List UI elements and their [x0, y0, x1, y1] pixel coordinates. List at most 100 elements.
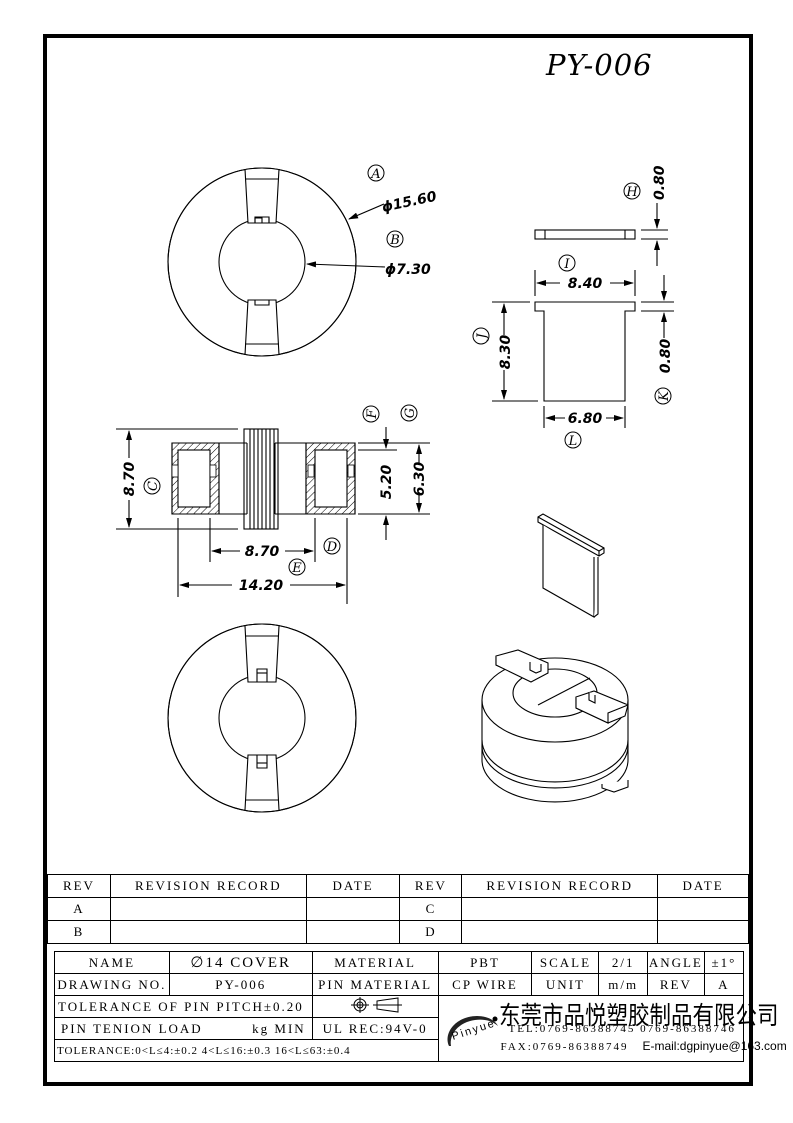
header-date-2: DATE	[657, 874, 749, 898]
company-name: 东莞市品悦塑胶制品有限公司	[498, 1001, 779, 1030]
revision-table: REV REVISION RECORD DATE REV REVISION RE…	[47, 874, 749, 944]
callout-I: I	[558, 254, 576, 272]
angle-label: ANGLE	[646, 951, 705, 974]
callout-F: F	[362, 405, 380, 423]
title-row-3: TOLERANCE OF PIN PITCH±0.20 Pinyue 东莞	[54, 995, 787, 1062]
drawing-frame	[43, 34, 753, 1086]
dim-L: 6.80	[568, 411, 603, 427]
dim-F: 5.20	[379, 464, 395, 499]
pin-pitch-tolerance: TOLERANCE OF PIN PITCH±0.20	[54, 995, 313, 1018]
revision-record-cell	[461, 897, 659, 921]
drawing-number-title: PY-006	[546, 48, 653, 82]
bottom-slot	[244, 299, 280, 356]
unit-label: UNIT	[531, 973, 600, 996]
dim-J: 8.30	[498, 334, 514, 369]
callout-J: J	[472, 327, 490, 345]
pin-material-label: PIN MATERIAL	[311, 973, 439, 996]
company-fax-email: FAX:0769-86388749 E-mail:dgpinyue@163.com	[501, 1039, 787, 1053]
callout-G: G	[400, 404, 418, 422]
material-value: PBT	[437, 951, 533, 974]
revision-header-row: REV REVISION RECORD DATE REV REVISION RE…	[47, 874, 749, 898]
name-label: NAME	[54, 951, 170, 974]
revision-record-cell	[461, 920, 659, 944]
svg-text:F: F	[365, 409, 380, 420]
leader-A	[348, 203, 385, 220]
pin-tension-label: PIN TENION LOAD	[61, 1020, 203, 1036]
dim-A: ϕ15.60	[381, 189, 439, 216]
leader-B	[306, 261, 386, 268]
isometric-pin	[537, 513, 605, 618]
dim-I: 8.40	[568, 276, 603, 292]
dim-C: 8.70	[122, 461, 138, 496]
drawing-no-value: PY-006	[168, 973, 313, 996]
company-tel: TEL:0769-86388745 0769-86388746	[508, 1023, 736, 1035]
dim-total: 14.20	[239, 578, 284, 594]
pin-views	[492, 203, 674, 428]
date-cell	[657, 920, 749, 944]
title-row-1: NAME ∅14 COVER MATERIAL PBT SCALE 2/1 AN…	[54, 951, 745, 974]
top-slot	[244, 168, 280, 224]
pin-top-plate	[534, 229, 636, 240]
company-block: Pinyue 东莞市品悦塑胶制品有限公司 TEL:0769-86388745 0…	[437, 995, 787, 1062]
unit-value: m/m	[598, 973, 648, 996]
callout-B: B	[386, 230, 404, 248]
isometric-assembly	[481, 649, 629, 803]
svg-text:Pinyue: Pinyue	[450, 1017, 497, 1043]
svg-text:L: L	[568, 434, 578, 449]
callout-D: D	[323, 537, 341, 555]
revision-record-cell	[109, 920, 307, 944]
tolerance-note: TOLERANCE:0<L≤4:±0.2 4<L≤16:±0.3 16<L≤63…	[54, 1039, 439, 1062]
callout-E: E	[288, 558, 306, 576]
inner-circle	[218, 218, 306, 306]
rev-cell: C	[399, 897, 463, 921]
svg-text:J: J	[475, 333, 490, 342]
technical-drawing: A ϕ15.60 B ϕ7.30	[116, 164, 674, 813]
center-pin-stack	[243, 428, 279, 530]
callout-L: L	[564, 431, 582, 449]
svg-text:H: H	[625, 185, 638, 200]
pin-tension-load: PIN TENION LOAD kg MIN	[54, 1017, 313, 1040]
drawing-no-label: DRAWING NO.	[54, 973, 170, 996]
bottom-view	[167, 623, 357, 813]
rev-cell: B	[47, 920, 111, 944]
date-cell	[305, 897, 401, 921]
dim-K: 0.80	[658, 338, 674, 373]
rev-cell: A	[47, 897, 111, 921]
svg-text:K: K	[657, 390, 672, 402]
rev-value: A	[703, 973, 745, 996]
header-revision-record-2: REVISION RECORD	[461, 874, 659, 898]
svg-text:I: I	[563, 257, 570, 272]
name-value: ∅14 COVER	[168, 951, 313, 974]
company-email: E-mail:dgpinyue@163.com	[642, 1039, 787, 1053]
callout-A: A	[367, 164, 385, 182]
ul-rec: UL REC:94V-0	[311, 1017, 439, 1040]
dim-G: 6.30	[412, 461, 428, 496]
header-date: DATE	[305, 874, 401, 898]
scale-label: SCALE	[531, 951, 600, 974]
pinyue-logo-icon: Pinyue	[447, 1016, 498, 1046]
angle-value: ±1°	[703, 951, 745, 974]
dim-B: ϕ7.30	[385, 262, 431, 278]
svg-text:E: E	[291, 561, 302, 576]
revision-row: B D	[47, 920, 749, 944]
company-fax: FAX:0769-86388749	[500, 1041, 629, 1053]
revision-row: A C	[47, 897, 749, 921]
rev-cell: D	[399, 920, 463, 944]
title-block: NAME ∅14 COVER MATERIAL PBT SCALE 2/1 AN…	[54, 951, 787, 1062]
callout-K: K	[654, 387, 672, 405]
dim-E: 8.70	[245, 544, 280, 560]
dim-H: 0.80	[652, 165, 668, 200]
rev-label: REV	[646, 973, 705, 996]
svg-text:B: B	[389, 233, 400, 248]
svg-text:C: C	[146, 481, 161, 491]
first-angle-projection-icon	[351, 996, 403, 1013]
title-row-2: DRAWING NO. PY-006 PIN MATERIAL CP WIRE …	[54, 973, 745, 996]
svg-text:A: A	[370, 167, 380, 182]
date-cell	[657, 897, 749, 921]
pin-tension-unit: kg MIN	[252, 1020, 306, 1036]
material-label: MATERIAL	[311, 951, 439, 974]
header-rev: REV	[47, 874, 111, 898]
section-view	[116, 427, 430, 604]
pin-material-value: CP WIRE	[437, 973, 533, 996]
scale-value: 2/1	[598, 951, 648, 974]
